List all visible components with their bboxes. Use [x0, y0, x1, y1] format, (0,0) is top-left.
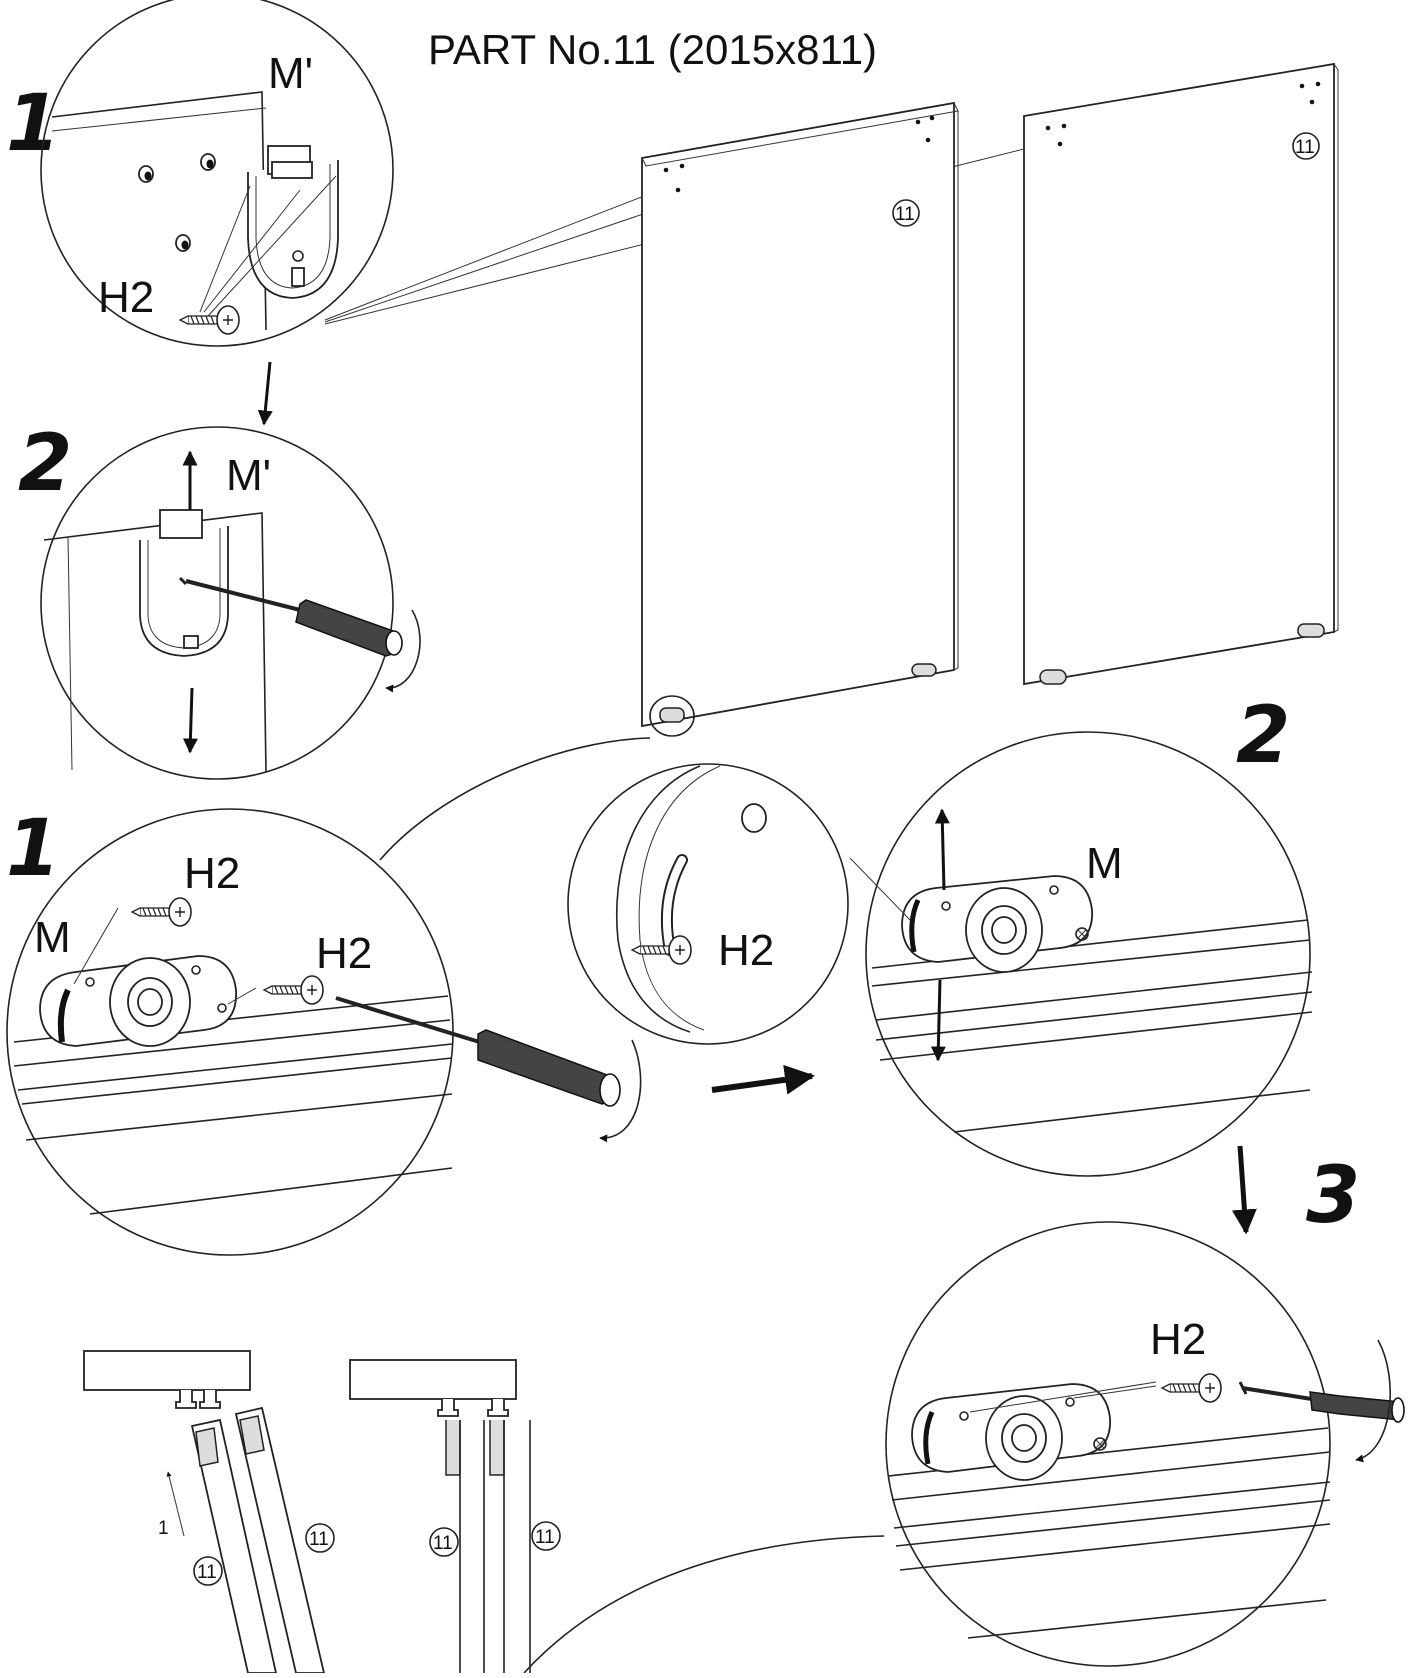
label-h2-top-1: H2	[98, 273, 154, 322]
top-guide-icon	[437, 1399, 509, 1417]
installation-diagram-tilted: 1 11 11	[83, 1350, 335, 1674]
screw-icon	[631, 935, 692, 965]
label-h2-mid-1-a: H2	[184, 849, 240, 898]
label-m-prime-top-1: M'	[268, 49, 313, 98]
page-title: PART No.11 (2015x811)	[428, 26, 877, 73]
detail-circle-top-1: M' H2	[40, 0, 394, 347]
label-h2-slot-detail: H2	[718, 926, 774, 975]
door-panel-right: 11	[1023, 62, 1339, 686]
roller-fitting-icon	[901, 875, 1093, 973]
panel-hole-icon	[138, 153, 216, 252]
rotation-arrow-icon	[1355, 1339, 1391, 1463]
label-h2-mid-1-b: H2	[316, 929, 372, 978]
top-fitting-icon	[139, 509, 229, 657]
detail-circle-top-2: M'	[40, 426, 421, 780]
screwdriver-icon	[1238, 1381, 1405, 1423]
step-number-mid-3: 3	[1306, 1151, 1360, 1241]
step-number-top-2: 2	[18, 419, 72, 509]
part-tag-tilted-b: 11	[309, 1529, 329, 1550]
door-panel-left: 11	[641, 101, 959, 737]
detail-circle-mid-1: H2 M H2	[6, 808, 642, 1256]
step-number-mid-2: 2	[1236, 691, 1290, 781]
label-m-prime-top-2: M'	[226, 451, 271, 500]
arrow-icon	[257, 361, 273, 426]
detail-circle-mid-3: H2	[885, 1221, 1405, 1667]
label-m-mid-1: M	[34, 913, 71, 962]
part-tag-tilted-a: 11	[197, 1562, 217, 1583]
sequence-mark: 1	[158, 1518, 169, 1539]
leader-arc-bottom	[523, 1535, 885, 1674]
leader-arc-mid	[379, 737, 651, 861]
step-number-top-1: 1	[6, 79, 60, 169]
arrow-icon	[1231, 1145, 1257, 1235]
part-tag-right-panel: 11	[1295, 137, 1315, 158]
roller-fitting-icon	[39, 955, 237, 1047]
rotation-arrow-icon	[385, 609, 421, 693]
screw-icon	[263, 975, 324, 1005]
arrow-icon	[934, 808, 950, 891]
label-m-mid-2: M	[1086, 839, 1123, 888]
screw-icon	[179, 305, 240, 335]
screwdriver-icon	[178, 576, 403, 657]
part-tag-left-panel: 11	[895, 204, 915, 225]
screw-icon	[131, 897, 192, 927]
screw-icon	[1161, 1373, 1222, 1403]
part-tag-upright-a: 11	[433, 1533, 453, 1554]
slot-detail-circle: H2	[567, 763, 849, 1045]
arrow-icon	[182, 687, 198, 754]
top-guide-icon	[175, 1390, 221, 1409]
step-number-mid-1: 1	[6, 804, 60, 894]
screwdriver-icon	[335, 996, 621, 1107]
installation-diagram-upright: 11 11	[349, 1359, 561, 1673]
label-h2-mid-3: H2	[1150, 1315, 1206, 1364]
arrow-icon	[930, 979, 946, 1062]
part-tag-upright-b: 11	[535, 1527, 555, 1548]
top-fitting-icon	[247, 145, 339, 299]
arrow-icon	[711, 1064, 815, 1095]
detail-circle-mid-2: M	[849, 731, 1313, 1177]
roller-fitting-icon	[911, 1383, 1111, 1481]
rotation-arrow-icon	[599, 1039, 642, 1143]
